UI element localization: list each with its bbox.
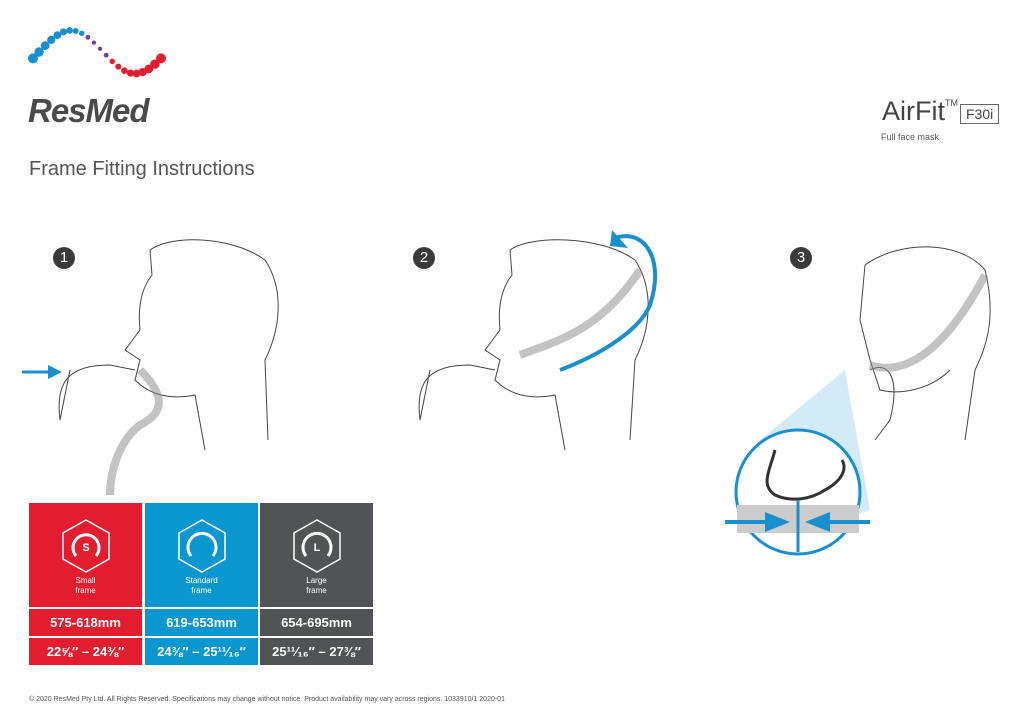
logo-dot	[156, 53, 166, 64]
logo-dot	[109, 58, 115, 65]
logo-dot	[59, 28, 68, 36]
size-label: Large	[306, 576, 327, 585]
resmed-logo-dots	[28, 27, 166, 78]
illustration-step-1	[58, 239, 279, 496]
size-label: Standard	[185, 576, 218, 585]
logo-dot	[53, 31, 62, 39]
model-badge: F30i	[960, 104, 1000, 124]
size-label: frame	[306, 586, 327, 595]
arrow-head-icon	[48, 365, 62, 379]
logo-dot	[34, 47, 44, 57]
svg-text:L: L	[313, 542, 320, 554]
logo-dot	[47, 35, 56, 44]
footer-copyright: © 2020 ResMed Pty Ltd. All Rights Reserv…	[29, 696, 505, 703]
arrow-right-icon	[725, 512, 790, 532]
size-label: Small	[75, 576, 96, 585]
illustration-step-2	[418, 239, 649, 451]
logo-dot	[103, 52, 109, 58]
page-title: Frame Fitting Instructions	[29, 158, 255, 180]
size-inches: 22⅝″ – 24⅜″	[29, 638, 142, 665]
step-number-3: 3	[790, 247, 812, 269]
size-inches: 24⅜″ – 25¹¹⁄₁₆″	[145, 638, 258, 665]
small-frame-icon: S	[61, 519, 110, 573]
logo-dot	[40, 41, 50, 51]
size-label: frame	[191, 586, 212, 595]
curved-arrow-icon	[559, 234, 657, 372]
logo-dot	[97, 46, 103, 51]
size-inches: 25¹¹⁄₁₆″ – 27⅜″	[260, 638, 373, 665]
arrow-head-icon	[610, 230, 628, 248]
step-number-2: 2	[413, 247, 435, 269]
illustration-step-3	[859, 246, 991, 441]
logo-dot	[85, 34, 91, 40]
svg-text:S: S	[82, 542, 89, 554]
brand-logo-text: ResMed	[28, 92, 150, 129]
fitting-illustrations	[22, 230, 991, 556]
logo-dot	[79, 30, 85, 36]
step-number-1: 1	[53, 247, 75, 269]
arrow-left-icon	[805, 512, 870, 532]
size-mm: 619-653mm	[145, 609, 258, 636]
logo-dot	[115, 63, 122, 70]
logo-dot	[121, 67, 128, 74]
logo-dot	[150, 59, 160, 69]
product-name: AirFitTM	[882, 96, 958, 127]
size-mm: 575-618mm	[29, 609, 142, 636]
product-subtitle: Full face mask	[881, 132, 940, 142]
logo-dot	[91, 40, 97, 45]
product-name-text: AirFit	[882, 96, 945, 126]
logo-dot	[132, 69, 141, 78]
size-mm: 654-695mm	[260, 609, 373, 636]
logo-dot	[72, 27, 79, 34]
standard-frame-icon	[177, 519, 226, 573]
trademark: TM	[945, 98, 958, 108]
logo-dot	[28, 53, 38, 64]
logo-dot	[66, 27, 73, 34]
size-label: frame	[75, 586, 96, 595]
logo-dot	[126, 69, 135, 77]
large-frame-icon: L	[292, 519, 341, 573]
